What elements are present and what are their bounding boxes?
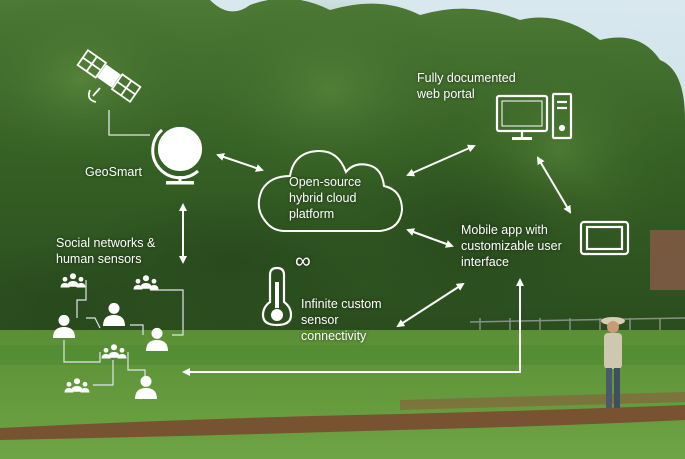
person-icon [103, 302, 125, 326]
satellite-icon [76, 49, 142, 103]
person-icon [146, 327, 168, 351]
cloud-icon [257, 149, 404, 232]
arrow-mobile-social [182, 278, 524, 376]
mobile-app-label: Mobile app with customizable user interf… [461, 223, 562, 269]
arrow-cloud-portal [406, 144, 476, 177]
group-icon [133, 275, 159, 290]
arrow-globe-cloud [216, 153, 264, 172]
people-icons [53, 273, 168, 399]
group-icon [60, 273, 86, 288]
person-icon [53, 314, 75, 338]
flow-arrows [179, 144, 572, 376]
globe-icon [151, 126, 203, 185]
social-network-group [63, 280, 184, 386]
cloud-platform-label: Open-source hybrid cloud platform [289, 175, 362, 221]
farmer-figure [601, 317, 625, 408]
social-networks-label: Social networks & human sensors [56, 236, 156, 266]
person-icon [135, 375, 157, 399]
group-icon [101, 344, 127, 359]
infinity-symbol: ∞ [295, 248, 311, 273]
arrow-cloud-mobile [406, 228, 454, 248]
satellite-connector [108, 110, 150, 136]
arrow-mobile-sensor [396, 282, 465, 328]
arrow-portal-tablet [536, 156, 572, 214]
desktop-computer-icon [495, 92, 573, 140]
thermometer-icon [261, 266, 293, 327]
tablet-icon [579, 220, 630, 256]
group-icon [64, 378, 90, 393]
geosmart-label: GeoSmart [85, 165, 142, 179]
web-portal-label: Fully documented web portal [417, 71, 516, 101]
social-connectors [63, 280, 184, 386]
sensor-connectivity-label: Infinite custom sensor connectivity [301, 297, 382, 343]
